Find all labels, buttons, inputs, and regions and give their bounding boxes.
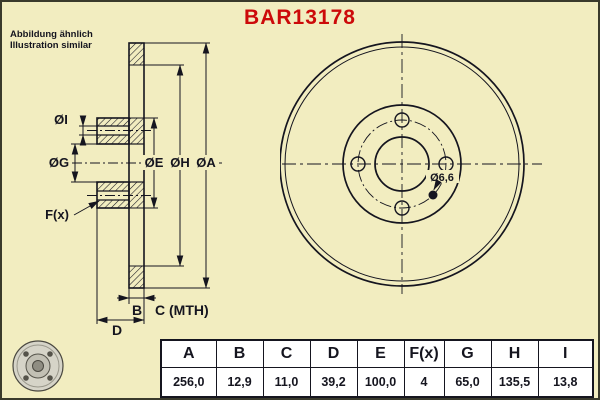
- table-header-cell: C: [262, 339, 311, 368]
- label-c-mth: C (MTH): [155, 302, 209, 318]
- table-header-cell: I: [537, 339, 594, 368]
- table-value-cell: 65,0: [443, 367, 492, 398]
- note-line-german: Abbildung ähnlich: [10, 29, 93, 40]
- table-header-cell: H: [490, 339, 539, 368]
- label-dia-a: ØA: [196, 155, 216, 170]
- table-value-cell: 100,0: [356, 367, 405, 398]
- table-header-cell: A: [160, 339, 217, 368]
- table-header-cell: F(x): [403, 339, 445, 368]
- hole-leader-line: [433, 179, 442, 191]
- table-value-cell: 135,5: [490, 367, 539, 398]
- table-header-cell: E: [356, 339, 405, 368]
- cross-section-drawing: ØI ØG F(x) ØE ØH ØA B C (MTH) D: [45, 42, 222, 338]
- part-number-title: BAR13178: [244, 6, 356, 29]
- similarity-note: Abbildung ähnlich Illustration similar: [10, 29, 93, 52]
- section-hatching: [97, 43, 144, 288]
- label-b: B: [132, 302, 142, 318]
- table-header-row: A B C D E F(x) G H I: [160, 339, 594, 368]
- table-header-cell: B: [215, 339, 264, 368]
- table-value-cell: 12,9: [215, 367, 264, 398]
- dimension-table: A B C D E F(x) G H I 256,0 12,9 11,0 39,…: [160, 339, 594, 398]
- disc-outline: [96, 42, 145, 289]
- table-value-cell: 256,0: [160, 367, 217, 398]
- note-line-english: Illustration similar: [10, 40, 92, 52]
- locating-hole: [428, 190, 438, 200]
- label-dia-i: ØI: [54, 112, 68, 127]
- centerlines: [282, 34, 542, 294]
- label-dia-g: ØG: [49, 155, 69, 170]
- label-dia-e: ØE: [145, 155, 164, 170]
- table-value-cell: 4: [403, 367, 445, 398]
- table-value-row: 256,0 12,9 11,0 39,2 100,0 4 65,0 135,5 …: [160, 367, 594, 398]
- label-dia-h: ØH: [170, 155, 190, 170]
- dimension-label-boxes: [141, 155, 219, 170]
- disc-circles: [280, 41, 525, 287]
- table-header-cell: G: [443, 339, 492, 368]
- front-view-drawing: Ø6,6: [280, 34, 542, 294]
- table-value-cell: 13,8: [537, 367, 594, 398]
- label-f-x: F(x): [45, 207, 69, 222]
- brake-disc-icon: [12, 340, 64, 392]
- table-value-cell: 11,0: [262, 367, 311, 398]
- table-value-cell: 39,2: [309, 367, 358, 398]
- table-header-cell: D: [309, 339, 358, 368]
- label-d: D: [112, 322, 122, 338]
- label-locating-hole-dia: Ø6,6: [430, 172, 454, 184]
